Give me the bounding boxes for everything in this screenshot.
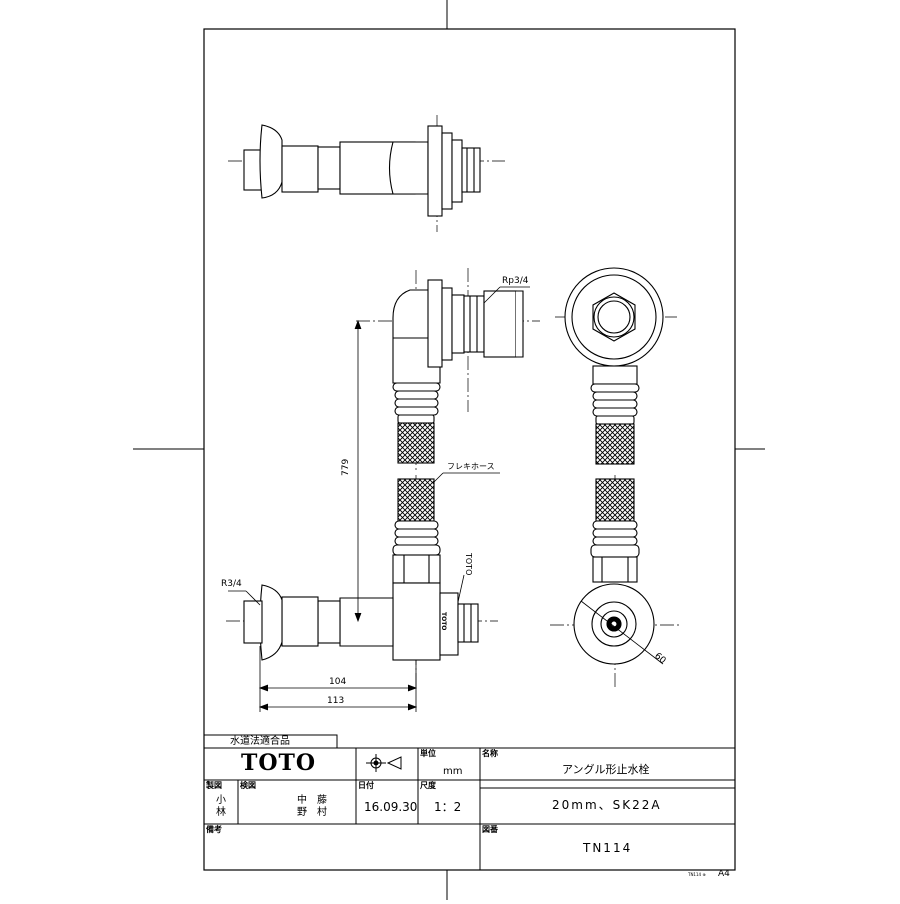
spec-value: 20mm、SK22A [552, 798, 662, 812]
drawn-label: 製図 [206, 781, 222, 790]
scale-value: 1：2 [434, 800, 462, 814]
checked-label: 検図 [240, 781, 256, 790]
remarks-label: 備考 [206, 825, 222, 834]
small-reference: TN114 ⊕ [688, 872, 706, 877]
sheet-center-marks [133, 0, 765, 900]
drawing-no-label: 図番 [482, 825, 498, 834]
drawing-no-value: TN114 [583, 841, 633, 855]
dim-r-label: R3/4 [221, 579, 242, 589]
paper-size: A4 [718, 869, 730, 879]
toto-mark-label: TOTO [464, 553, 473, 576]
side-view [550, 267, 680, 690]
name-label: 名称 [482, 749, 498, 758]
drawn-value-2: 林 [216, 807, 226, 818]
unit-value: mm [443, 766, 463, 777]
dim-113-label: 113 [327, 696, 345, 706]
dim-rp-label: Rp3/4 [502, 276, 529, 286]
drawn-value-1: 小 [216, 795, 226, 806]
top-view [228, 115, 505, 232]
scale-label: 尺度 [420, 781, 436, 790]
checked-value-2: 野 村 [297, 807, 327, 818]
front-view [226, 268, 540, 690]
drawing-frame [203, 28, 736, 871]
brand-logo: TOTO [241, 750, 317, 776]
name-value: アングル形止水栓 [562, 763, 650, 776]
title-block-lines [203, 734, 735, 870]
compliance-label: 水道法適合品 [230, 736, 290, 747]
dimension-lines [228, 286, 530, 712]
dim-104-label: 104 [329, 677, 347, 687]
dim-779-label: 779 [341, 458, 351, 476]
unit-label: 単位 [420, 749, 436, 758]
body-stamp: TOTO [440, 612, 447, 631]
date-label: 日付 [358, 781, 374, 790]
flex-hose-label: フレキホース [447, 462, 495, 471]
checked-value-1: 中 藤 [297, 795, 327, 806]
projection-symbol [366, 754, 402, 772]
date-value: 16.09.30 [364, 800, 418, 814]
